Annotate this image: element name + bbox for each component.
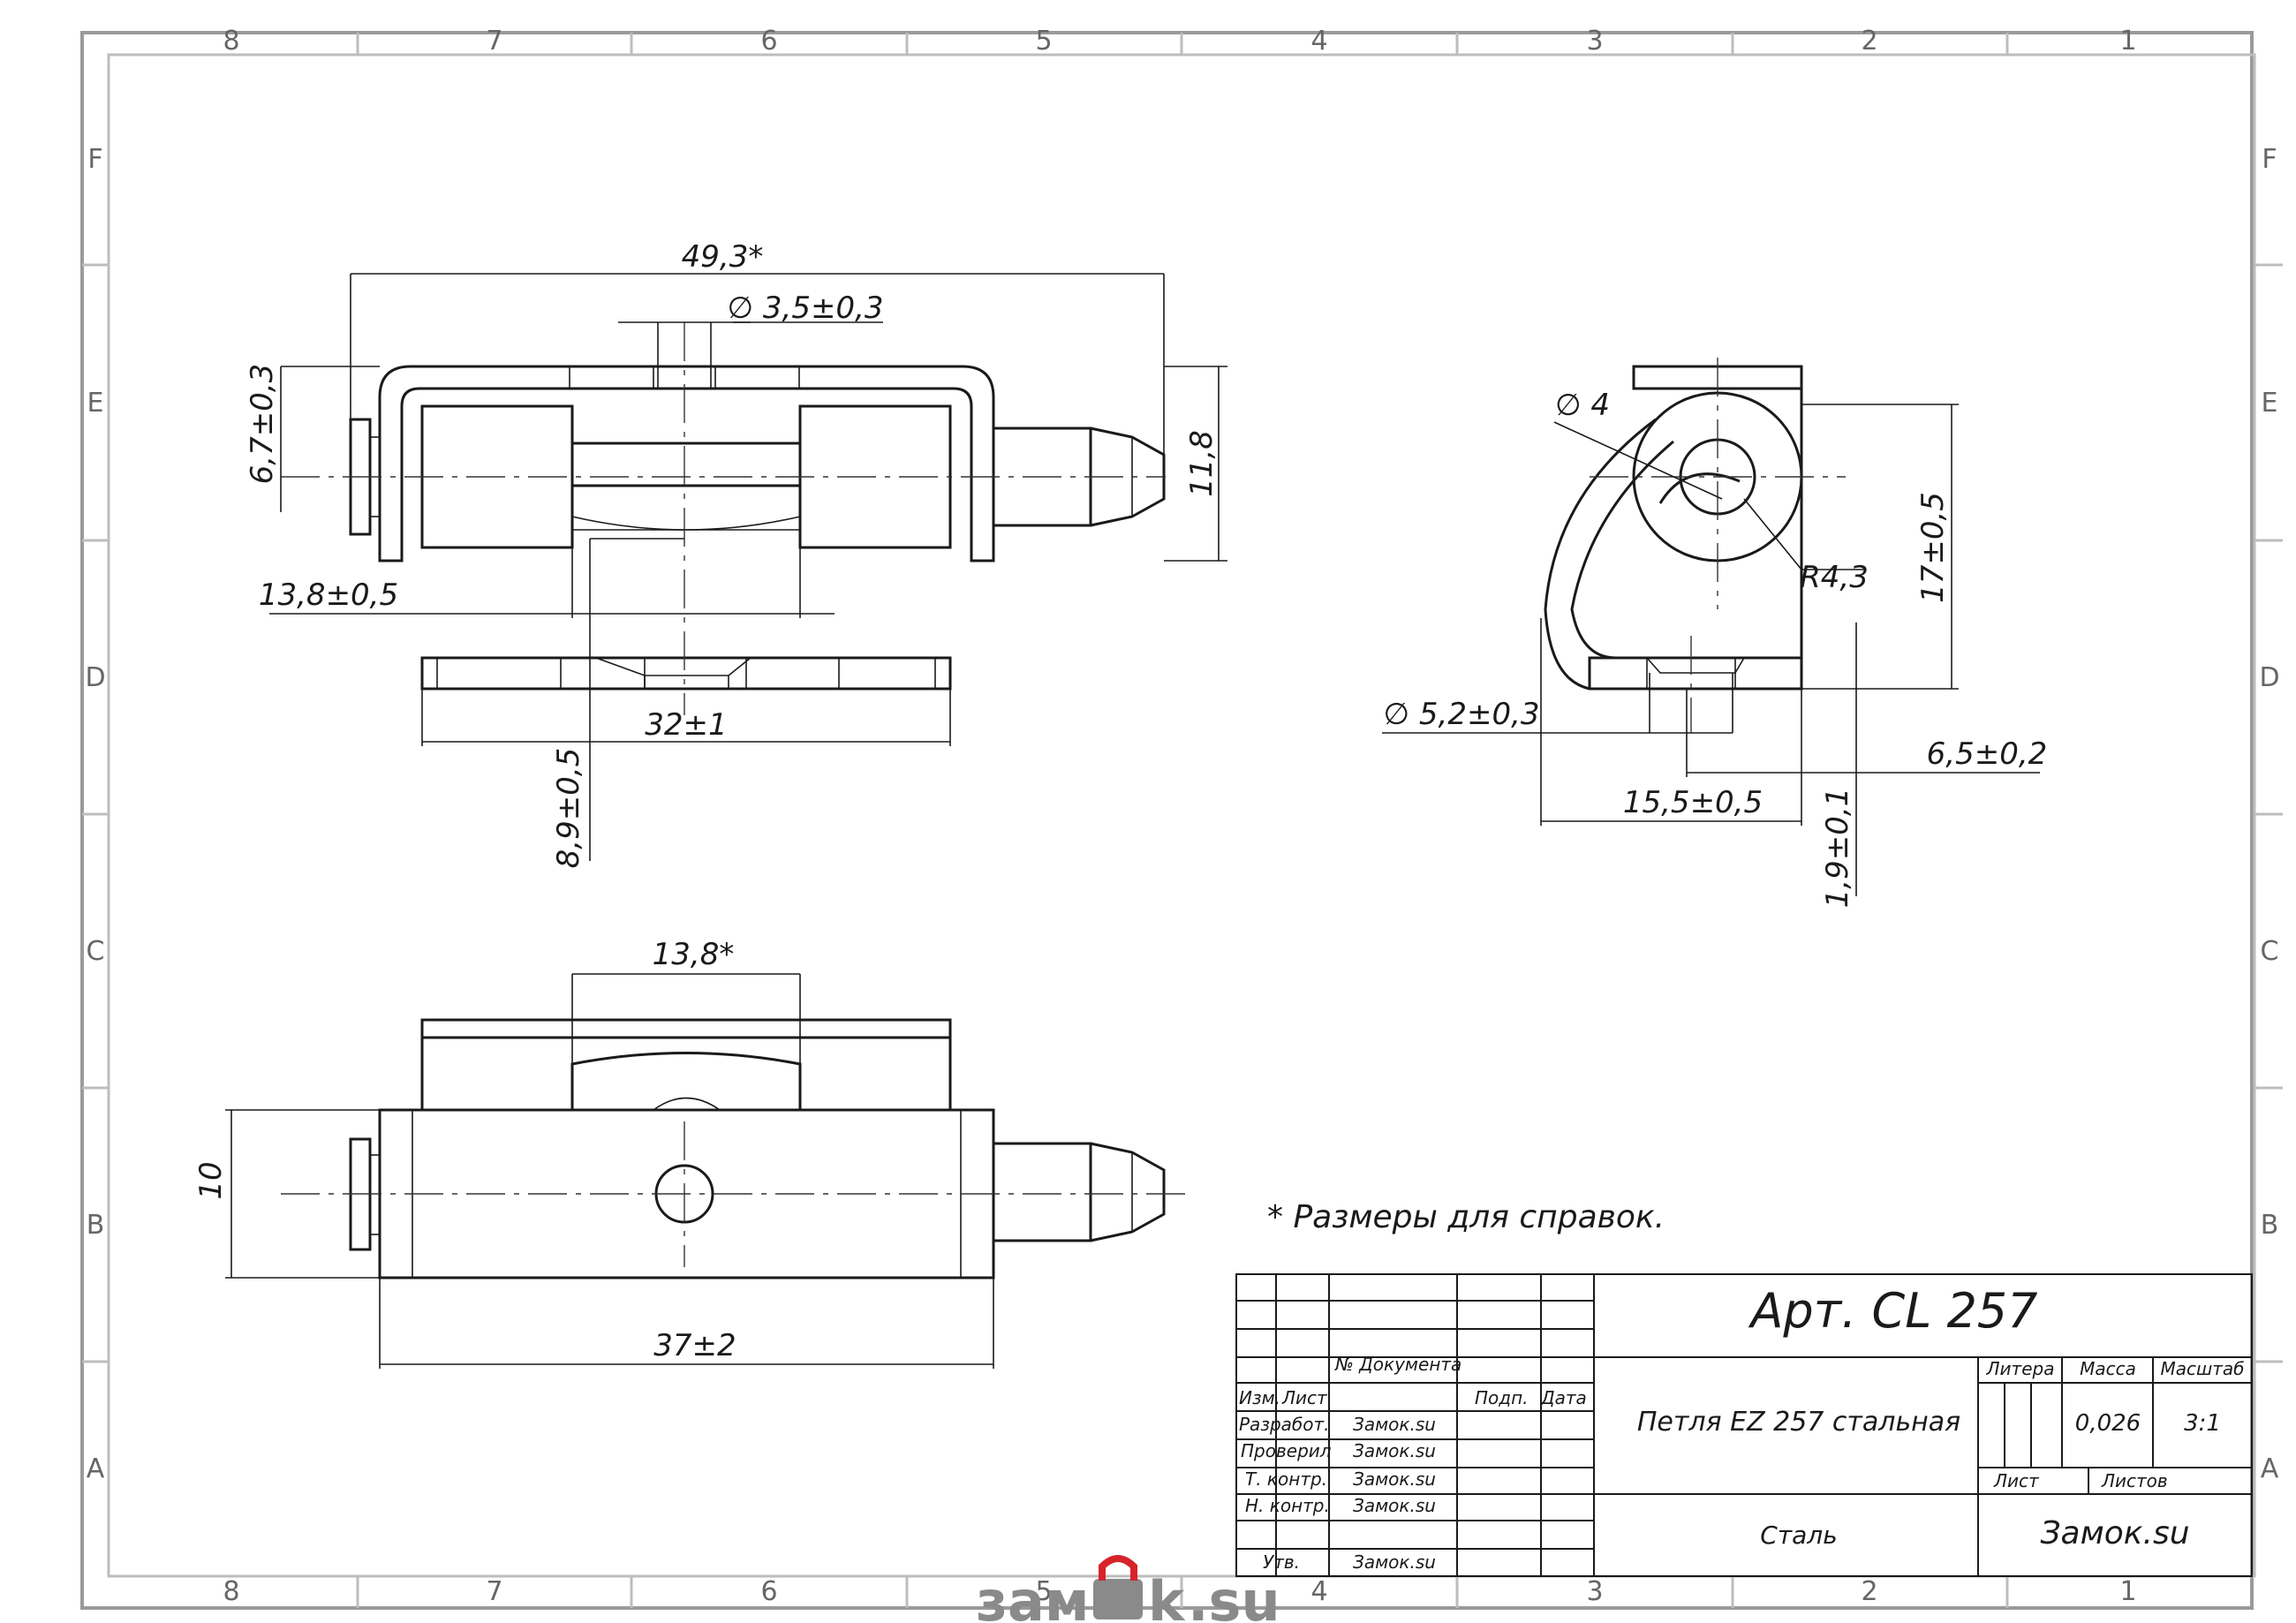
top-upper-strip: [420, 1018, 952, 1039]
zone-col-2-bottom: 2: [1861, 1576, 1877, 1607]
zone-col-2-top: 2: [1861, 26, 1877, 57]
dim-hole-3-5: ∅ 3,5±0,3: [727, 291, 883, 326]
zone-row-B-right: B: [2261, 1210, 2279, 1241]
zone-row-A-right: A: [2261, 1453, 2279, 1484]
dim-side-17: 17±0,5: [1915, 492, 1951, 603]
pin: [570, 442, 802, 487]
dim-side-1-9: 1,9±0,1: [1820, 788, 1855, 909]
front-view: 49,3* ∅ 3,5±0,3 6,7±0,3 11,8 13,8±0,5 32…: [245, 239, 1227, 868]
hatch-bottom-left: [560, 657, 646, 690]
zone-row-C-right: C: [2261, 936, 2279, 967]
dim-32: 32±1: [645, 707, 727, 743]
dim-13-8: 13,8±0,5: [259, 577, 398, 613]
date-label: Дата: [1540, 1387, 1587, 1408]
top-pin-end: [992, 1142, 1092, 1242]
hatch-top-right: [714, 366, 800, 389]
top-upper-body: [420, 1036, 952, 1112]
name-tech-control: Замок.su: [1353, 1468, 1436, 1490]
dim-top-13-8: 13,8*: [653, 937, 735, 972]
zone-row-C-left: C: [87, 936, 105, 967]
litera-label: Литера: [1986, 1358, 2055, 1379]
dim-side-4: ∅ 4: [1555, 388, 1610, 423]
title-block: Арт. CL 257 № Документа Изм. Лист Подп. …: [1235, 1273, 2253, 1577]
zone-col-7-bottom: 7: [486, 1576, 502, 1607]
zone-col-8-bottom: 8: [223, 1576, 239, 1607]
zone-row-F-left: F: [87, 144, 102, 175]
zone-col-6-bottom: 6: [760, 1576, 777, 1607]
dim-8-9: 8,9±0,5: [551, 748, 586, 869]
body-lower: [420, 656, 952, 691]
logo-part-3: .su: [1188, 1569, 1280, 1623]
zone-col-8-top: 8: [223, 26, 239, 57]
zone-row-D-left: D: [85, 662, 105, 693]
role-checked: Проверил: [1241, 1440, 1332, 1461]
dim-top-10: 10: [193, 1161, 229, 1199]
sheet-label: Лист: [1993, 1470, 2040, 1491]
zone-col-6-top: 6: [760, 26, 777, 57]
zone-row-B-left: B: [87, 1210, 105, 1241]
zone-ticks: [82, 33, 2283, 1608]
dim-11-8: 11,8: [1184, 430, 1220, 497]
logo-lock-icon: [1093, 1579, 1143, 1619]
name-checked: Замок.su: [1353, 1440, 1436, 1461]
zone-row-E-right: E: [2262, 388, 2278, 419]
zone-col-4-top: 4: [1310, 26, 1327, 57]
dim-side-6-5: 6,5±0,2: [1927, 736, 2048, 772]
zone-col-5-bottom: 5: [1035, 1576, 1052, 1607]
dim-side-r4-3: R4,3: [1800, 560, 1869, 595]
material: Сталь: [1760, 1521, 1837, 1550]
logo-shackle-icon: [1099, 1555, 1137, 1581]
list-column-label: Лист: [1281, 1387, 1328, 1408]
article-title: Арт. CL 257: [1748, 1283, 2037, 1339]
izm-label: Изм.: [1239, 1387, 1280, 1408]
role-norm-control: Н. контр.: [1245, 1495, 1330, 1516]
zone-col-7-top: 7: [486, 26, 502, 57]
top-view: 13,8* 10 37±2: [193, 937, 1192, 1369]
zone-row-F-right: F: [2262, 144, 2277, 175]
scale-label: Масштаб: [2160, 1358, 2244, 1379]
mass-label: Масса: [2080, 1358, 2136, 1379]
hatch-top-left: [569, 366, 654, 389]
zone-row-A-left: A: [87, 1453, 105, 1484]
zone-labels: 8 7 6 5 4 3 2 1 8 7 6 5 4 3 2 1 F E D C …: [85, 26, 2279, 1607]
name-approved: Замок.su: [1353, 1551, 1436, 1573]
product-name: Петля EZ 257 стальная: [1637, 1407, 1960, 1438]
role-approved: Утв.: [1263, 1551, 1300, 1573]
logo-part-1: зам: [976, 1569, 1090, 1623]
bracket-outline: [378, 365, 995, 562]
mass-value: 0,026: [2075, 1410, 2141, 1437]
name-norm-control: Замок.su: [1353, 1495, 1436, 1516]
zone-col-1-top: 1: [2119, 26, 2136, 57]
dim-side-15-5: 15,5±0,5: [1623, 785, 1763, 820]
zone-col-4-bottom: 4: [1310, 1576, 1327, 1607]
outer-frame: [80, 31, 2254, 1610]
scale-value: 3:1: [2184, 1410, 2221, 1437]
zone-col-5-top: 5: [1035, 26, 1052, 57]
role-developed: Разработ.: [1239, 1414, 1329, 1435]
dim-49-3: 49,3*: [682, 239, 764, 275]
hatch-bottom-right: [745, 657, 840, 690]
role-tech-control: Т. контр.: [1245, 1468, 1327, 1490]
doc-number-label: № Документа: [1334, 1354, 1461, 1375]
zamok-logo: зам k .su: [976, 1555, 1280, 1623]
dim-6-7: 6,7±0,3: [245, 364, 280, 485]
side-view: ∅ 4 R4,3 17±0,5 ∅ 5,2±0,3 6,5±0,2 15,5±0…: [1382, 358, 2047, 908]
zone-col-1-bottom: 1: [2119, 1576, 2136, 1607]
zone-col-3-top: 3: [1586, 26, 1603, 57]
reference-note: * Размеры для справок.: [1267, 1199, 1665, 1235]
podp-label: Подп.: [1475, 1387, 1529, 1408]
zone-row-E-left: E: [87, 388, 104, 419]
dim-top-37: 37±2: [653, 1328, 736, 1363]
inner-frame: [107, 53, 2256, 1578]
logo-part-2: k: [1148, 1569, 1186, 1623]
dim-side-5-2: ∅ 5,2±0,3: [1383, 697, 1539, 732]
name-developed: Замок.su: [1353, 1414, 1436, 1435]
zone-row-D-right: D: [2259, 662, 2279, 693]
company-name: Замок.su: [2040, 1515, 2189, 1551]
sheets-label: Листов: [2101, 1470, 2168, 1491]
zone-col-3-bottom: 3: [1586, 1576, 1603, 1607]
